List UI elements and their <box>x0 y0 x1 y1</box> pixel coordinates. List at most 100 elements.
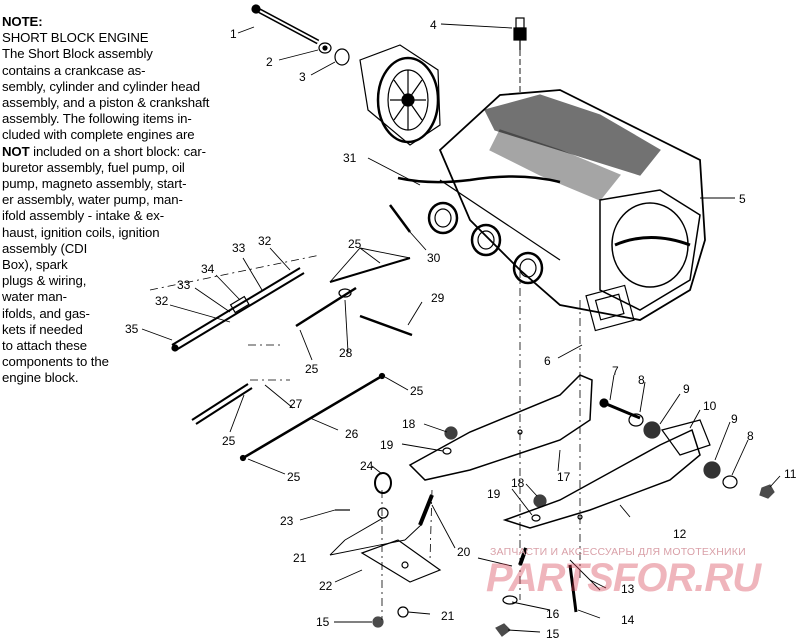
short-block-note: NOTE: SHORT BLOCK ENGINE The Short Block… <box>2 14 257 387</box>
note-title: NOTE: <box>2 14 43 29</box>
damper-part-24 <box>374 472 392 494</box>
callout-28: 28 <box>339 346 353 360</box>
throttle-cable-part-31 <box>397 175 561 184</box>
callout-32: 32 <box>258 234 272 248</box>
callout-10: 10 <box>703 399 717 413</box>
partsfor-watermark: ЗАПЧАСТИ И АКСЕССУАРЫ ДЛЯ МОТОТЕХНИКИ PA… <box>486 546 796 608</box>
note-not-emphasis: NOT <box>2 143 30 159</box>
callout-9: 9 <box>683 382 690 396</box>
engine-mount-plate-12 <box>502 428 701 529</box>
callout-25: 25 <box>222 434 236 448</box>
note-line: haust, ignition coils, ignition <box>2 224 160 240</box>
carburetor-boots <box>427 179 561 285</box>
callout-6: 6 <box>544 354 551 368</box>
rod-part-25-28 <box>295 257 411 328</box>
note-line: contains a crankcase as- <box>2 62 146 78</box>
note-line: Box), spark <box>2 257 68 273</box>
tube-parts-32-35 <box>171 267 305 352</box>
bolt-part-7 <box>599 398 641 420</box>
bolt-part-1 <box>251 4 320 45</box>
tie-strap-part-29 <box>359 314 413 337</box>
stud-part-20 <box>418 494 528 566</box>
callout-22: 22 <box>319 579 333 593</box>
callout-3: 3 <box>299 70 306 84</box>
callout-35: 35 <box>125 322 139 336</box>
callout-11: 11 <box>784 467 797 481</box>
mount-part-9 <box>643 421 721 479</box>
callout-labels: 1 2 3 4 5 31 30 25 33 32 34 33 29 32 35 … <box>125 18 797 641</box>
callout-14: 14 <box>621 613 635 627</box>
callout-25: 25 <box>287 470 301 484</box>
recoil-starter-housing <box>359 44 441 146</box>
callout-25: 25 <box>348 237 362 251</box>
note-line: assembly, and a piston & crankshaft <box>2 95 210 111</box>
bracket-part-22 <box>360 539 442 583</box>
callout-13: 13 <box>621 582 635 596</box>
note-heading: SHORT BLOCK ENGINE <box>2 30 149 46</box>
note-line: The Short Block assembly <box>2 46 153 62</box>
callout-1: 1 <box>230 27 237 41</box>
callout-19: 19 <box>380 438 394 452</box>
note-line: ifold assembly - intake & ex- <box>2 208 165 224</box>
note-line: engine block. <box>2 370 79 386</box>
callout-21: 21 <box>293 551 307 565</box>
callout-8: 8 <box>747 429 754 443</box>
note-line: NOT included on a short block: car- <box>2 144 257 160</box>
note-line: to attach these <box>2 338 88 354</box>
callout-7: 7 <box>612 364 619 378</box>
washer-part-2 <box>318 42 332 54</box>
callout-32: 32 <box>155 294 169 308</box>
note-line: er assembly, water pump, man- <box>2 192 183 208</box>
note-line: buretor assembly, fuel pump, oil <box>2 159 185 175</box>
note-line: sembly, cylinder and cylinder head <box>2 78 200 94</box>
callout-2: 2 <box>266 55 273 69</box>
note-line: cluded with complete engines are <box>2 127 195 143</box>
watermark-logo: PARTSFOR.RU <box>486 556 761 600</box>
callout-30: 30 <box>427 251 441 265</box>
callout-19: 19 <box>487 487 501 501</box>
note-line: pump, magneto assembly, start- <box>2 176 187 192</box>
callout-31: 31 <box>343 151 357 165</box>
note-line: ifolds, and gas- <box>2 305 90 321</box>
engine-mount-plate-17 <box>408 374 593 481</box>
washer-part-8 <box>628 413 738 489</box>
note-line-rest: included on a short block: car- <box>29 143 206 159</box>
callout-33: 33 <box>232 241 246 255</box>
callout-16: 16 <box>546 607 560 621</box>
callout-29: 29 <box>431 291 445 305</box>
fastener-parts-13-16 <box>372 564 578 637</box>
nut-part-18 <box>444 426 547 508</box>
rod-part-26 <box>239 372 386 462</box>
note-line: assembly (CDI <box>2 240 88 256</box>
callout-18: 18 <box>402 417 416 431</box>
leader-lines <box>141 23 781 633</box>
spacer-part-3 <box>334 48 350 66</box>
note-line: plugs & wiring, <box>2 273 87 289</box>
note-line: assembly. The following items in- <box>2 111 192 127</box>
callout-12: 12 <box>673 527 687 541</box>
bracket-part-10 <box>661 419 711 456</box>
note-line: water man- <box>2 289 67 305</box>
callout-18: 18 <box>511 476 525 490</box>
callout-8: 8 <box>638 373 645 387</box>
callout-24: 24 <box>360 459 374 473</box>
washer-part-19 <box>442 447 541 522</box>
note-line: components to the <box>2 354 109 370</box>
callout-26: 26 <box>345 427 359 441</box>
spark-plug-part-4 <box>513 17 527 50</box>
callout-25: 25 <box>305 362 319 376</box>
callout-34: 34 <box>201 262 215 276</box>
callout-17: 17 <box>557 470 571 484</box>
rod-part-27 <box>191 383 253 425</box>
note-line: kets if needed <box>2 321 83 337</box>
callout-4: 4 <box>430 18 437 32</box>
callout-25: 25 <box>410 384 424 398</box>
clip-part-30 <box>388 204 412 233</box>
callout-20: 20 <box>457 545 471 559</box>
callout-9: 9 <box>731 412 738 426</box>
callout-27: 27 <box>289 397 303 411</box>
callout-21: 21 <box>441 609 455 623</box>
callout-15: 15 <box>316 615 330 629</box>
center-lines <box>149 254 581 620</box>
